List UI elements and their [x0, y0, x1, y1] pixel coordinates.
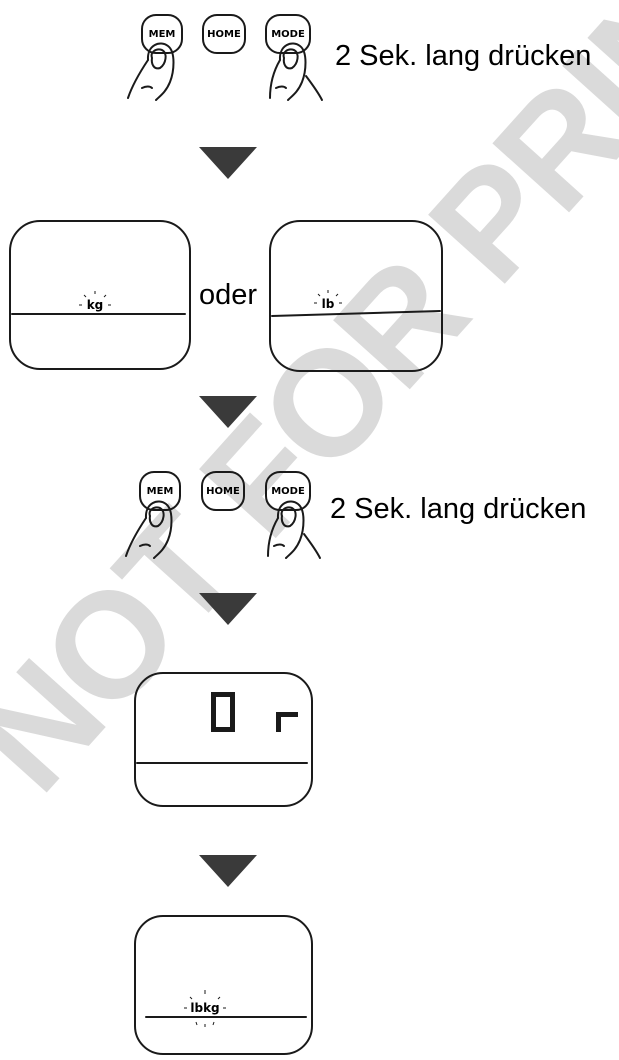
down-arrow-icon [199, 147, 257, 179]
unit-lbkg-label: lbkg [190, 1001, 219, 1015]
down-arrow-icon [199, 855, 257, 887]
finger-press-icon [127, 42, 175, 101]
down-arrow-icon [199, 396, 257, 428]
down-arrow-icon [199, 593, 257, 625]
home-button-label: HOME [206, 486, 240, 497]
mem-button[interactable]: MEM [139, 471, 181, 511]
seven-segment-readout [211, 692, 298, 732]
mode-button[interactable]: MODE [265, 471, 311, 511]
mode-button-label: MODE [271, 486, 305, 497]
display-or: Or [134, 672, 313, 807]
unit-lb-label: lb [322, 297, 335, 311]
blink-rays-icon [184, 990, 226, 1027]
mem-button-label: MEM [147, 486, 174, 497]
blink-rays-icon [314, 290, 342, 304]
step2-displays: kg oder lb [9, 220, 443, 372]
step1-instruction: 2 Sek. lang drücken [335, 40, 591, 72]
mem-button-label: MEM [149, 29, 176, 40]
finger-press-icon [269, 42, 323, 101]
step3-instruction: 2 Sek. lang drücken [330, 493, 586, 525]
mode-button[interactable]: MODE [265, 14, 311, 54]
home-button-label: HOME [207, 29, 241, 40]
display-lb: lb [269, 220, 443, 372]
home-button[interactable]: HOME [201, 471, 245, 511]
unit-kg-label: kg [87, 298, 104, 312]
step1-buttons: MEM HOME MODE 2 Sek. lang drücken [127, 14, 591, 101]
finger-press-icon [125, 500, 173, 559]
step3-buttons: MEM HOME MODE 2 Sek. lang drücken [125, 471, 586, 559]
mode-button-label: MODE [271, 29, 305, 40]
finger-press-icon [267, 500, 321, 559]
mem-button[interactable]: MEM [141, 14, 183, 54]
connector-oder: oder [199, 279, 257, 311]
display-lbkg: lbkg [134, 915, 313, 1055]
home-button[interactable]: HOME [202, 14, 246, 54]
blink-rays-icon [79, 291, 111, 306]
watermark-text: NOT FOR PRINTING [0, 0, 619, 821]
display-kg: kg [9, 220, 191, 370]
